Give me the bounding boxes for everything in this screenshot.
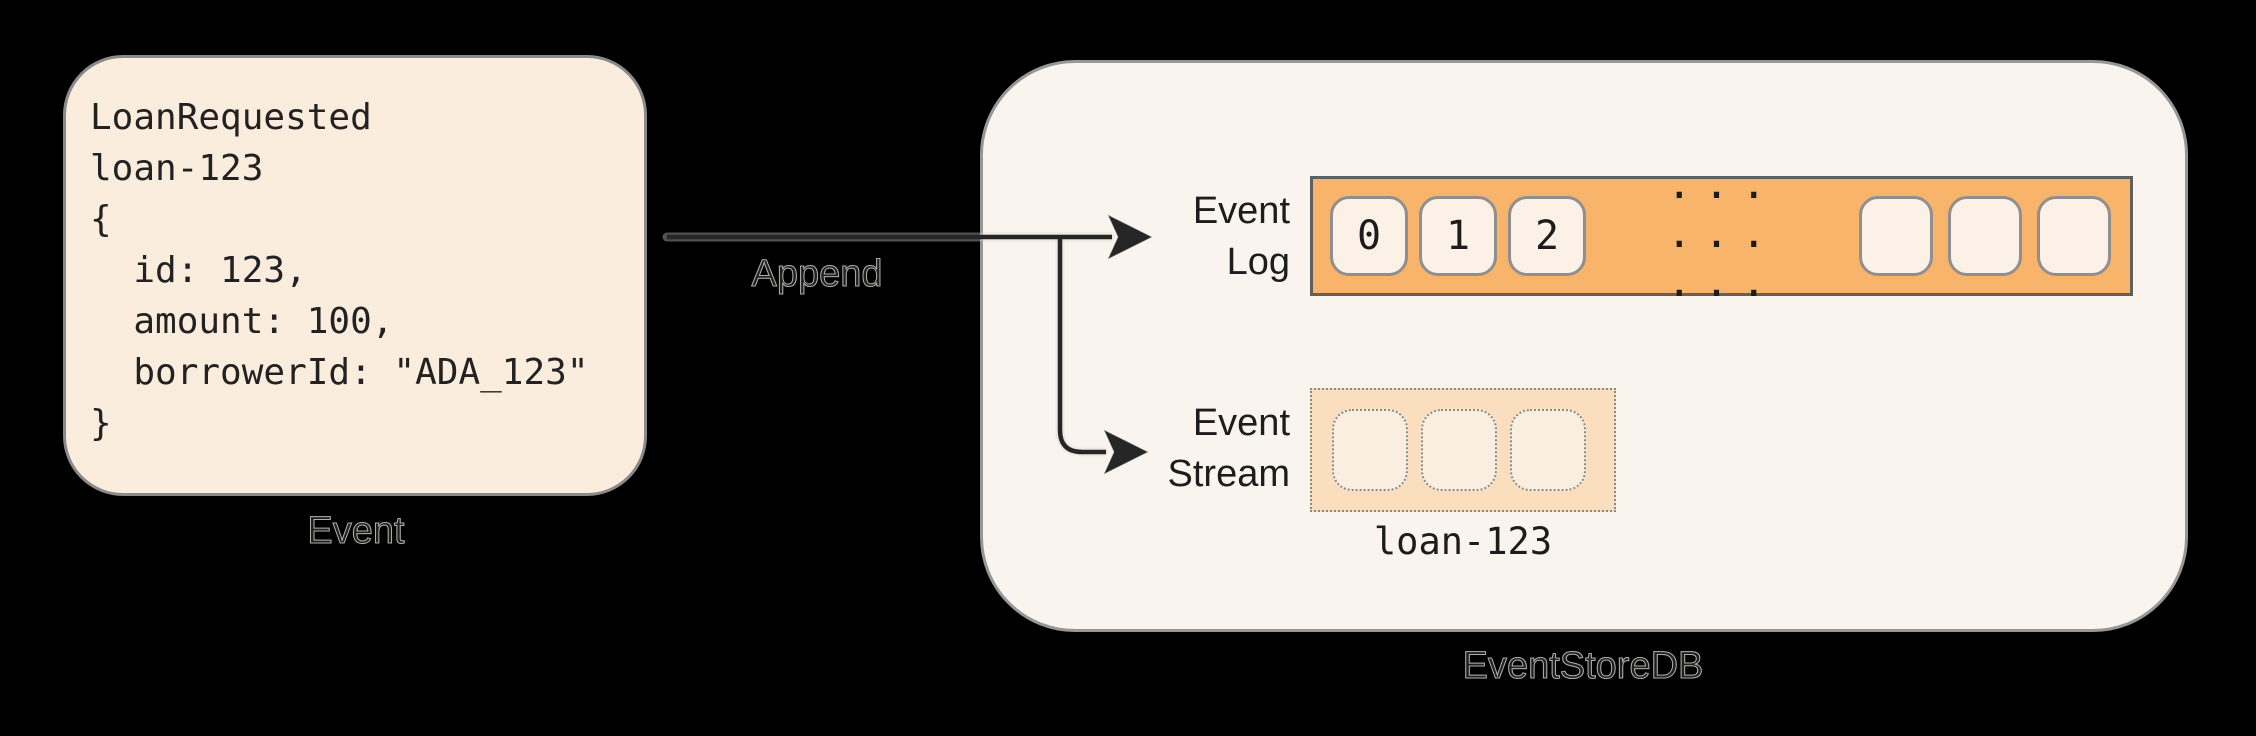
- event-card-label: Event: [307, 510, 405, 553]
- event-log-empty-cells: [1859, 196, 2111, 276]
- event-stream-label-line2: Stream: [1167, 453, 1290, 495]
- event-log-cell: 2: [1508, 196, 1586, 276]
- event-log-empty-cell: [1859, 196, 1933, 276]
- event-code: LoanRequested loan-123 { id: 123, amount…: [90, 97, 589, 444]
- event-log-empty-cell: [1948, 196, 2022, 276]
- event-log-label-line1: Event: [1192, 190, 1290, 232]
- event-log-cell: 0: [1330, 196, 1408, 276]
- eventstoredb-label: EventStoreDB: [1462, 645, 1704, 688]
- event-stream-empty-cell: [1421, 409, 1497, 491]
- eventstoredb-box: [980, 60, 2188, 632]
- event-stream-box: [1310, 388, 1616, 512]
- event-log-label-line2: Log: [1226, 241, 1290, 283]
- event-stream-empty-cell: [1332, 409, 1408, 491]
- event-log-ellipsis: ... ... ...: [1666, 158, 1779, 306]
- event-stream-label-line1: Event: [1192, 402, 1290, 444]
- event-card: LoanRequested loan-123 { id: 123, amount…: [63, 55, 647, 496]
- event-stream-label: Event Stream: [1050, 398, 1290, 500]
- append-label: Append: [751, 253, 883, 296]
- event-stream-empty-cell: [1510, 409, 1586, 491]
- event-log-label: Event Log: [1090, 186, 1290, 288]
- stream-name-label: loan-123: [1373, 520, 1553, 563]
- event-log-empty-cell: [2037, 196, 2111, 276]
- event-log-cell: 1: [1419, 196, 1497, 276]
